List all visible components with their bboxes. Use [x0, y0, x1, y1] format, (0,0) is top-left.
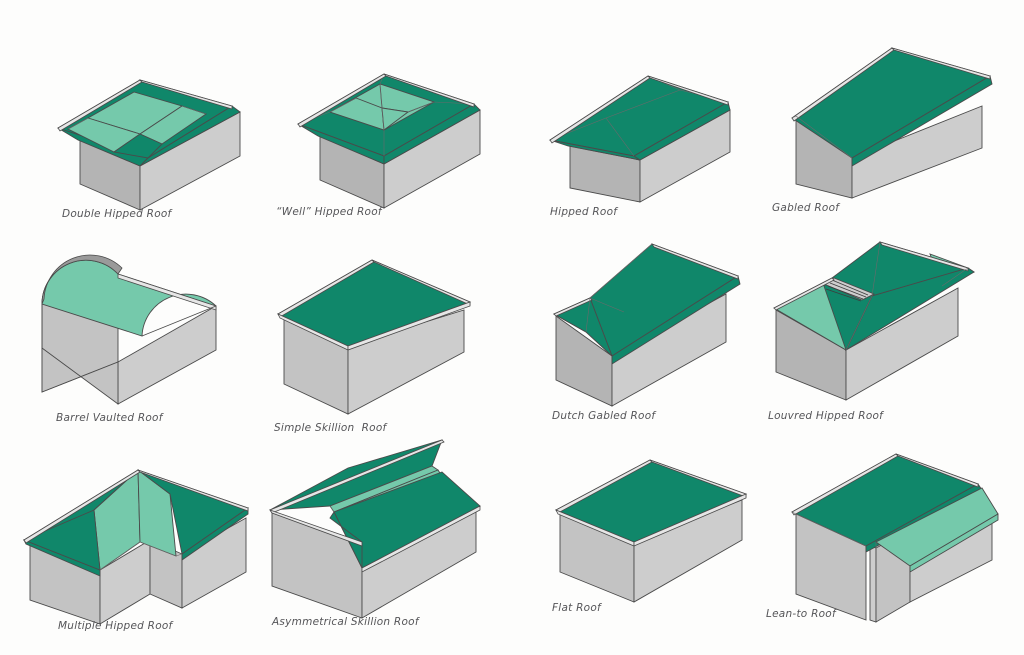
figure-flat-roof: Flat Roof	[540, 450, 758, 614]
fascia-back	[650, 243, 739, 280]
figure-asymmetrical-skillion-roof: Asymmetrical Skillion Roof	[262, 436, 498, 628]
caption-asymmetrical-skillion-roof: Asymmetrical Skillion Roof	[272, 616, 419, 628]
fascia-main-back-right	[895, 453, 979, 488]
caption-barrel-vaulted-roof: Barrel Vaulted Roof	[56, 412, 163, 424]
well-edge-1	[381, 107, 385, 131]
fascia-lower-left	[269, 509, 363, 547]
hipped-roof-illustration	[548, 75, 731, 203]
barrel-vaulted-roof-illustration	[41, 254, 217, 405]
fascia-back-right	[890, 47, 991, 80]
caption-flat-roof: Flat Roof	[552, 602, 601, 614]
hip-front-line	[845, 295, 873, 351]
fascia-low-right	[347, 301, 471, 351]
roof-upper-front	[112, 133, 163, 159]
fascia-back	[879, 241, 969, 272]
ridge-line	[871, 241, 881, 297]
roof-eave-right	[181, 507, 249, 561]
fascia-hip-left	[773, 277, 835, 311]
double-hipped-roof-illustration	[56, 79, 241, 211]
louvred-hipped-roof-illustration	[773, 241, 975, 401]
figure-hipped-roof: Hipped Roof	[528, 40, 750, 218]
dutch-gabled-roof-illustration	[552, 243, 741, 407]
gable-edge	[589, 243, 653, 299]
lean-to-roof-illustration	[791, 453, 999, 623]
wall-left-face	[41, 347, 119, 405]
wall-joint-strip	[869, 545, 877, 623]
wall-right	[851, 105, 983, 199]
ridge-hair-2	[181, 105, 207, 115]
gable-apex-line	[791, 115, 797, 119]
hip-right-line	[941, 267, 969, 287]
well-hipped-roof-illustration	[296, 73, 481, 209]
figure-lean-to-roof: Lean-to Roof	[766, 442, 1008, 623]
caption-multiple-hipped-roof: Multiple Hipped Roof	[58, 620, 173, 632]
fascia-hip-left	[553, 297, 593, 317]
caption-simple-skillion-roof: Simple Skillion Roof	[274, 422, 387, 434]
fascia-front-right	[633, 493, 747, 547]
fascia-back-right	[383, 73, 475, 108]
well-edge-2	[379, 83, 383, 109]
figure-barrel-vaulted-roof: Barrel Vaulted Roof	[30, 244, 250, 424]
caption-well-hipped-roof: “Well” Hipped Roof	[276, 206, 382, 218]
roof-left-dark-2	[22, 469, 139, 571]
asymmetrical-skillion-roof-illustration	[269, 439, 481, 619]
gable-apex	[791, 511, 797, 515]
roof-eave-front	[611, 275, 741, 365]
caption-hipped-roof: Hipped Roof	[550, 206, 618, 218]
valley-edge	[329, 505, 335, 513]
well-edge-4	[329, 97, 357, 113]
gabled-roof-illustration	[791, 47, 993, 199]
vault-eave-right	[141, 305, 217, 337]
figure-multiple-hipped-roof: Multiple Hipped Roof	[10, 448, 254, 632]
roof-eave-front	[851, 75, 993, 167]
caption-lean-to-roof: Lean-to Roof	[766, 608, 836, 620]
figure-well-hipped-roof: “Well” Hipped Roof	[268, 32, 500, 218]
valley-line-left	[99, 541, 141, 571]
figure-double-hipped-roof: Double Hipped Roof	[22, 32, 254, 220]
well-edge-3	[407, 101, 435, 113]
vault-back-fascia	[117, 273, 217, 311]
ridge-hair-1	[67, 117, 89, 130]
caption-dutch-gabled-roof: Dutch Gabled Roof	[552, 410, 656, 422]
roof-eave-right	[633, 101, 731, 161]
gable-slope-line	[795, 115, 853, 159]
figure-simple-skillion-roof: Simple Skillion Roof	[266, 244, 482, 434]
fascia-right	[137, 469, 249, 512]
louvre-slats	[825, 279, 869, 302]
figure-dutch-gabled-roof: Dutch Gabled Roof	[530, 238, 750, 422]
hip-line-front	[605, 117, 635, 157]
roof-lean-to-eave	[909, 513, 999, 573]
figure-gabled-roof: Gabled Roof	[772, 26, 1004, 214]
caption-louvred-hipped-roof: Louvred Hipped Roof	[768, 410, 884, 422]
fascia-back-right	[138, 79, 233, 110]
multiple-hipped-roof-illustration	[22, 469, 249, 625]
flat-roof-illustration	[554, 459, 748, 603]
valley-line-right	[175, 553, 183, 557]
caption-double-hipped-roof: Double Hipped Roof	[62, 208, 172, 220]
hip-upper-edge	[589, 297, 625, 313]
simple-skillion-roof-illustration	[277, 259, 472, 415]
roof-eave-right	[383, 103, 481, 165]
vault-ridge-strip	[41, 254, 123, 305]
wall-right	[845, 287, 959, 401]
fascia-lower-front	[361, 505, 481, 573]
roof-eave-right	[139, 105, 241, 167]
valley-ridge	[139, 541, 177, 557]
caption-gabled-roof: Gabled Roof	[772, 202, 840, 214]
gable-slope	[795, 513, 867, 547]
hip-inner-edge	[585, 297, 591, 333]
fascia-back-right	[647, 75, 729, 106]
figure-louvred-hipped-roof: Louvred Hipped Roof	[762, 238, 992, 422]
